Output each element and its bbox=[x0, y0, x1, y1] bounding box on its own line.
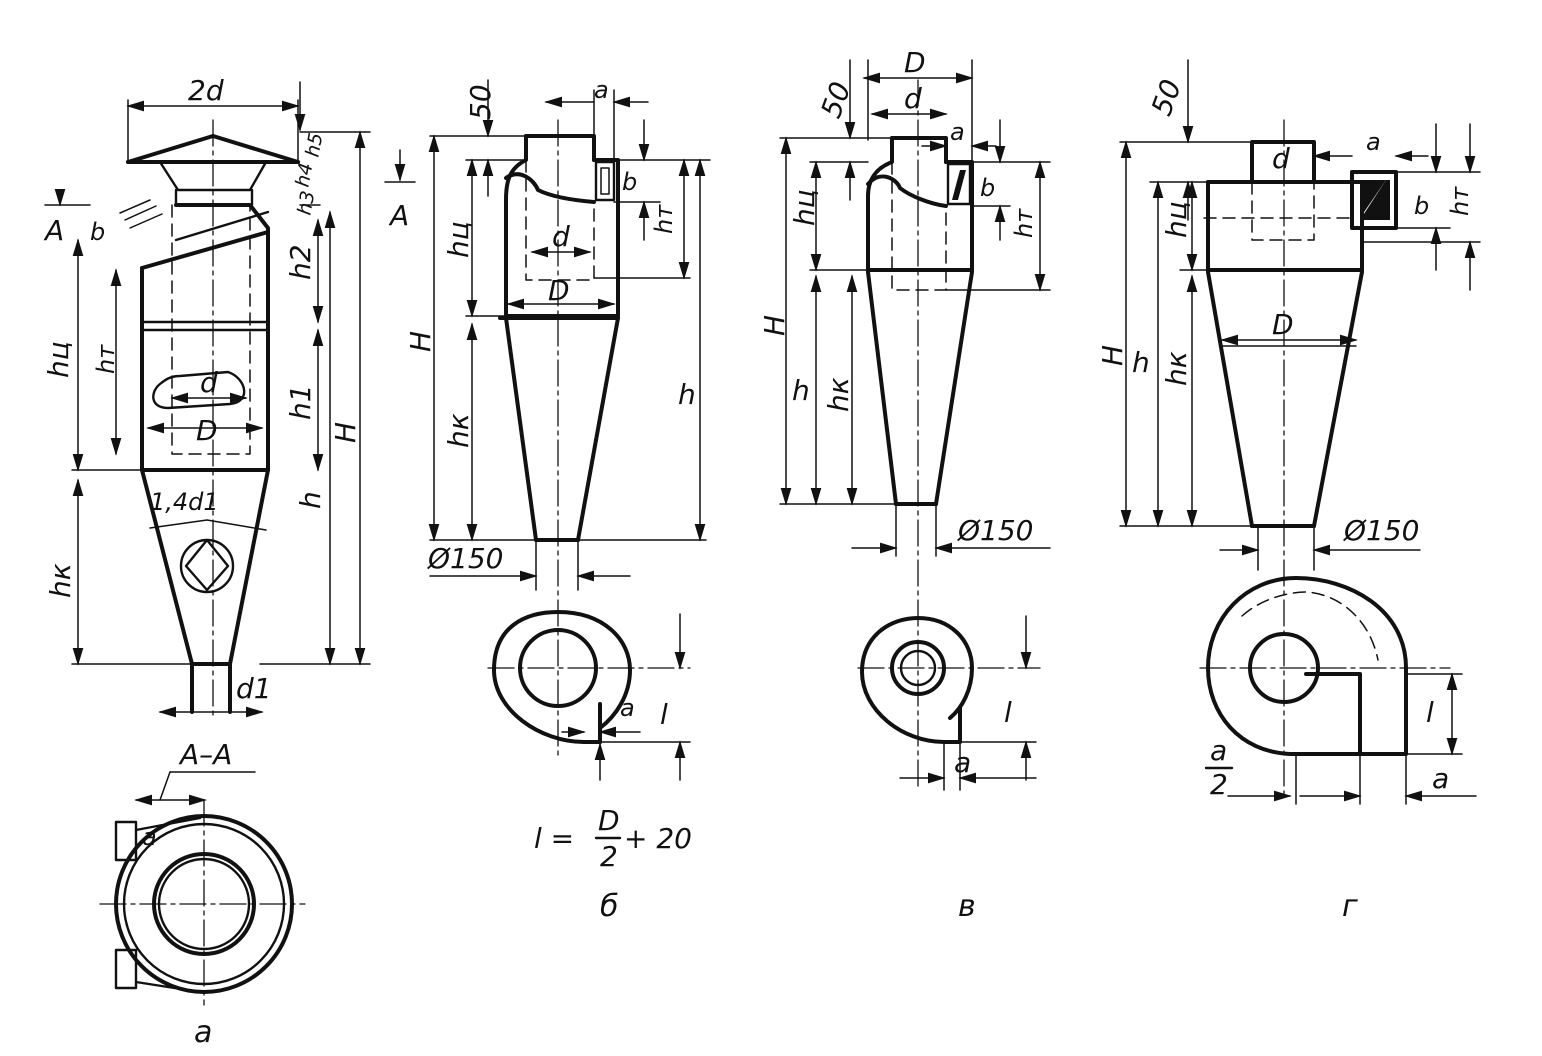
figure-g-plan-view: l a a 2 г bbox=[1199, 576, 1477, 924]
figure-a-dimensions: A b hц hт hк D d 1,4d1 d1 h2 h1 h bbox=[42, 81, 416, 718]
dim-hc-b: hц bbox=[442, 221, 475, 258]
caption-g: г bbox=[1342, 889, 1358, 924]
dim-h-v: h bbox=[792, 374, 810, 407]
dim-50-g: 50 bbox=[1145, 75, 1188, 120]
dim-d-g: d bbox=[1272, 142, 1290, 175]
figure-v-dimensions: D d a 50 b hт hц hк bbox=[758, 46, 1051, 557]
dim-H-b: H bbox=[404, 331, 437, 352]
dim-b-v: b bbox=[980, 174, 995, 202]
dim-a-v-top: a bbox=[950, 118, 965, 146]
dim-l-v: l bbox=[1004, 696, 1012, 729]
dim-hk-b: hк bbox=[442, 413, 475, 448]
formula-D: D bbox=[598, 804, 620, 837]
dim-a-b-top: a bbox=[594, 76, 609, 104]
dim-D-v-top: D bbox=[904, 46, 926, 79]
section-mark-a-right: A bbox=[388, 199, 409, 232]
dim-a-g-plan: a bbox=[1432, 762, 1449, 795]
dim-d-v-top: d bbox=[904, 82, 922, 115]
dim-phi150-b: Ø150 bbox=[427, 542, 503, 575]
formula-2: 2 bbox=[600, 840, 618, 873]
figure-v: D d a 50 b hт hц hк bbox=[758, 46, 1051, 924]
figure-a-cone bbox=[140, 468, 270, 714]
dim-d-a: d bbox=[200, 366, 218, 399]
dim-hc-v: hц bbox=[788, 189, 821, 226]
dim-b-a: b bbox=[90, 218, 105, 246]
dim-ht-g: hт bbox=[1446, 186, 1474, 216]
dim-b-b: b bbox=[622, 168, 637, 196]
dim-hk-v: hк bbox=[822, 377, 855, 412]
dim-ht-a: hт bbox=[92, 344, 120, 374]
figure-a-section-aa: A–A a a bbox=[99, 738, 306, 1050]
dim-h3: h3 bbox=[294, 189, 320, 217]
dim-a-g-top: a bbox=[1366, 128, 1381, 156]
dim-h2: h2 bbox=[284, 244, 317, 280]
figure-b-body bbox=[498, 119, 620, 761]
figure-v-plan-view: l a в bbox=[857, 615, 1041, 924]
formula-l-eq: l = bbox=[534, 822, 574, 855]
figure-b-plan-view: l a bbox=[487, 610, 691, 781]
figure-a-cylinder bbox=[119, 199, 270, 472]
dim-ht-v: hт bbox=[1010, 208, 1038, 238]
dim-b-g: b bbox=[1414, 192, 1429, 220]
dim-1-4d1: 1,4d1 bbox=[150, 488, 219, 516]
dim-H-v: H bbox=[758, 315, 791, 336]
dim-D-g: D bbox=[1272, 308, 1294, 341]
dim-ht-b: hт bbox=[650, 204, 678, 234]
dim-a-section: a bbox=[142, 823, 157, 851]
dim-D-a: D bbox=[196, 414, 218, 447]
dim-d1-a: d1 bbox=[236, 672, 272, 705]
figure-b: 50 a b hт d D hц hк H bbox=[404, 76, 711, 924]
dim-hk-a: hк bbox=[44, 563, 77, 598]
dim-h-b: h bbox=[678, 378, 696, 411]
figure-a-top-cap: 2d bbox=[126, 74, 300, 207]
dim-50-b: 50 bbox=[464, 84, 497, 120]
dim-50-v: 50 bbox=[814, 78, 857, 123]
figure-v-body bbox=[866, 79, 974, 791]
figure-g-dimensions: d a 50 b hт hц hк h H bbox=[1096, 59, 1481, 571]
dim-H-a: H bbox=[329, 422, 362, 443]
dim-phi150-v: Ø150 bbox=[957, 514, 1033, 547]
caption-a: a bbox=[194, 1015, 212, 1050]
dim-l-b: l bbox=[660, 698, 668, 731]
section-title-aa: A–A bbox=[178, 738, 232, 771]
figure-g: d a 50 b hт hц hк h H bbox=[1096, 59, 1481, 924]
dim-l-g: l bbox=[1426, 696, 1434, 729]
dim-hc-g: hц bbox=[1160, 201, 1193, 238]
figure-g-body bbox=[1203, 119, 1398, 801]
dim-D-b: D bbox=[548, 274, 570, 307]
dim-a2-num: a bbox=[1210, 734, 1227, 767]
dim-h-g: h bbox=[1132, 346, 1150, 379]
dim-a-b-plan: a bbox=[620, 694, 635, 722]
dim-a2-den: 2 bbox=[1210, 768, 1228, 801]
dim-hc-a: hц bbox=[42, 341, 75, 378]
figure-b-dimensions: 50 a b hт d D hц hк H bbox=[404, 76, 711, 591]
section-mark-a-left: A bbox=[43, 214, 64, 247]
dim-h1: h1 bbox=[284, 384, 317, 420]
dim-hk-g: hк bbox=[1160, 351, 1193, 386]
dim-d-b: d bbox=[552, 220, 570, 253]
dim-H-g: H bbox=[1096, 345, 1129, 366]
figure-a: 2d bbox=[42, 74, 416, 1050]
dim-phi150-g: Ø150 bbox=[1343, 514, 1419, 547]
dim-h-a: h bbox=[294, 491, 327, 509]
figure-b-formula: l = D 2 + 20 б bbox=[534, 804, 692, 924]
caption-b: б bbox=[600, 889, 619, 924]
dim-2d: 2d bbox=[188, 74, 224, 107]
formula-plus20: + 20 bbox=[624, 822, 692, 855]
caption-v: в bbox=[958, 889, 976, 924]
dim-h4: h4 bbox=[292, 161, 318, 189]
dim-h5: h5 bbox=[302, 131, 328, 159]
dim-a-v-plan: a bbox=[954, 746, 971, 779]
